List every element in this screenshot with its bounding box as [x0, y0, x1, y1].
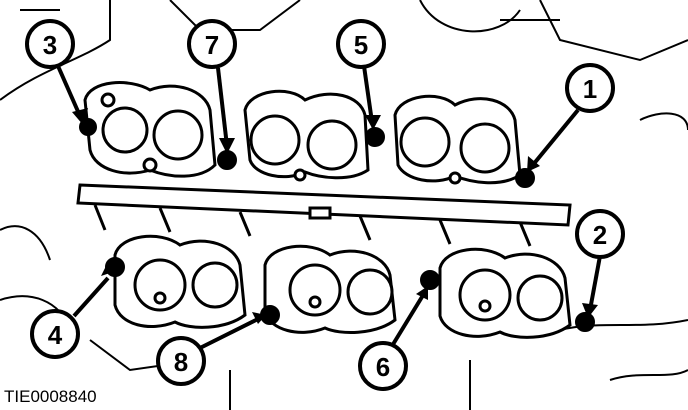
figure-code: TIE0008840: [4, 387, 97, 406]
callout-1: 1: [565, 63, 615, 113]
callout-6: 6: [358, 341, 408, 391]
callout-8: 8: [156, 336, 206, 386]
callout-7: 7: [187, 19, 237, 69]
callout-3-label: 3: [43, 30, 57, 60]
callout-5-label: 5: [354, 30, 368, 60]
callout-6-label: 6: [376, 352, 390, 382]
fuel-rail: [76, 183, 572, 247]
leader-arrowheads: [72, 108, 598, 324]
callout-4: 4: [30, 309, 80, 359]
callout-1-label: 1: [583, 74, 597, 104]
bolt-5: [365, 127, 385, 147]
bolt-6: [420, 270, 440, 290]
callout-8-label: 8: [174, 347, 188, 377]
upper-intake-flanges: [83, 81, 522, 185]
callout-5: 5: [336, 19, 386, 69]
leader-lines: [56, 65, 602, 350]
lower-intake-flanges: [113, 234, 572, 339]
callout-2: 2: [575, 209, 625, 259]
bolt-2: [575, 312, 595, 332]
callout-7-label: 7: [205, 30, 219, 60]
callout-3: 3: [25, 19, 75, 69]
callout-4-label: 4: [48, 320, 63, 350]
callout-2-label: 2: [593, 220, 607, 250]
bolt-1: [515, 168, 535, 188]
